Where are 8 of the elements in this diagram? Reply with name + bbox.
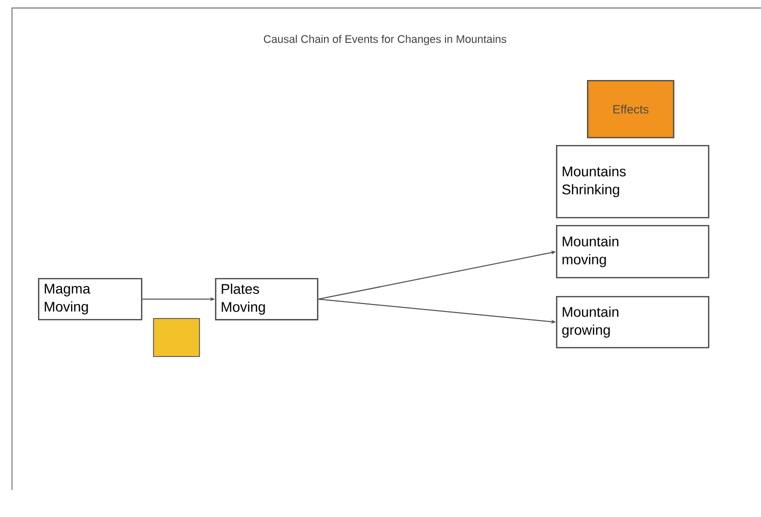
effects-box: Effects	[587, 80, 674, 138]
title: Causal Chain of Events for Changes in Mountains	[264, 34, 506, 46]
effect-box: Mountains Shrinking	[556, 145, 710, 218]
cause-box: Plates Moving	[215, 278, 318, 320]
note-box	[153, 318, 200, 357]
effect-box: Mountain moving	[556, 225, 710, 278]
cause-box: Magma Moving	[38, 278, 142, 320]
effect-box: Mountain growing	[556, 296, 710, 348]
